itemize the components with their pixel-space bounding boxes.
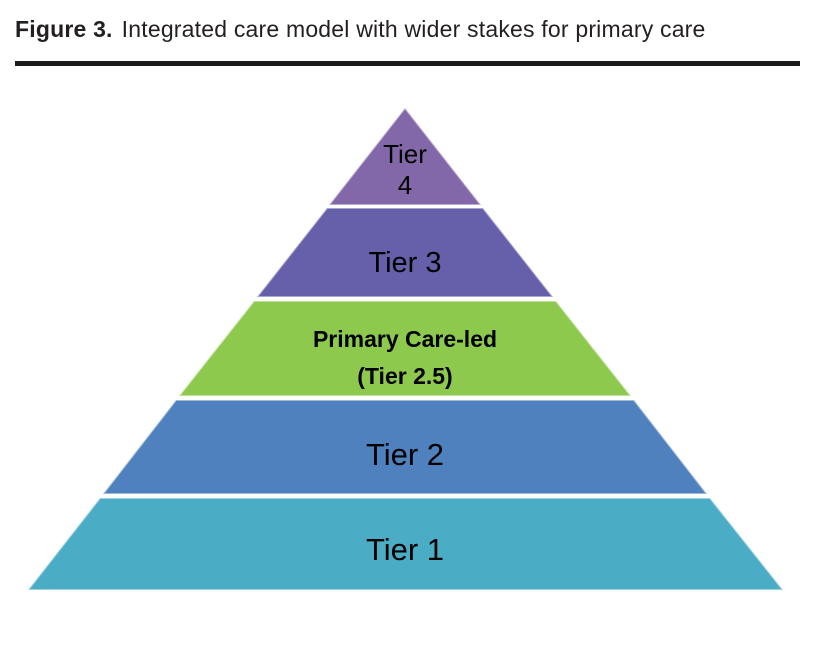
tier-1-segment: Tier 1 bbox=[27, 497, 784, 591]
tier-4-label-line1: Tier bbox=[383, 139, 427, 169]
tier-2-shape bbox=[102, 399, 708, 495]
figure-caption: Figure 3. Integrated care model with wide… bbox=[15, 16, 807, 43]
tier-3-shape bbox=[256, 207, 554, 298]
tier-2-5-label-line2: (Tier 2.5) bbox=[357, 363, 452, 389]
tier-4-shape bbox=[328, 107, 482, 206]
tier-1-label: Tier 1 bbox=[366, 532, 444, 567]
caption-divider bbox=[15, 61, 800, 66]
tier-2-segment: Tier 2 bbox=[102, 399, 708, 495]
tier-3-label: Tier 3 bbox=[368, 247, 441, 279]
figure-title: Integrated care model with wider stakes … bbox=[121, 16, 706, 42]
tier-4-label-line2: 4 bbox=[398, 170, 412, 200]
tier-2-5-segment: Primary Care-led (Tier 2.5) bbox=[178, 300, 632, 397]
figure-label: Figure 3. bbox=[15, 16, 113, 42]
tier-2-5-shape bbox=[178, 300, 632, 397]
tier-4-segment: Tier 4 bbox=[328, 107, 482, 206]
tier-2-label: Tier 2 bbox=[366, 437, 444, 472]
tier-2-5-label-line1: Primary Care-led bbox=[313, 326, 497, 352]
tier-3-segment: Tier 3 bbox=[256, 207, 554, 298]
tier-1-shape bbox=[27, 497, 784, 591]
